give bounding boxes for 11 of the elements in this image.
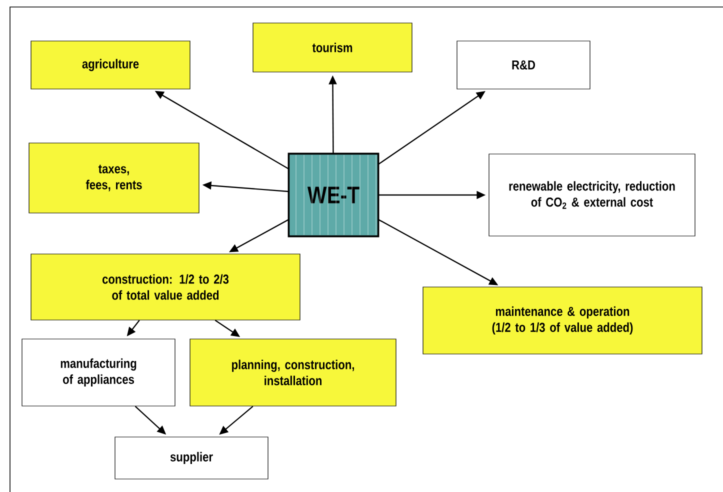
sector-box: maintenance & operation (1/2 to 1/3 of value added) xyxy=(422,286,702,354)
sector-box: construction: 1/2 to 2/3 of total value added xyxy=(30,254,300,320)
sector-box: tourism xyxy=(252,22,412,72)
sector-box: taxes, fees, rents xyxy=(28,142,200,214)
sector-box: renewable electricity, reduction of CO$_{2}$ & external cost xyxy=(488,154,696,236)
sector-box: supplier xyxy=(114,436,268,480)
sector-box: agriculture xyxy=(30,40,190,90)
sector-box: planning, construction, installation xyxy=(190,338,396,406)
center-box: WE-T xyxy=(288,152,380,238)
sector-box: manufacturing of appliances xyxy=(22,338,176,406)
sector-box: R&D xyxy=(456,40,590,90)
